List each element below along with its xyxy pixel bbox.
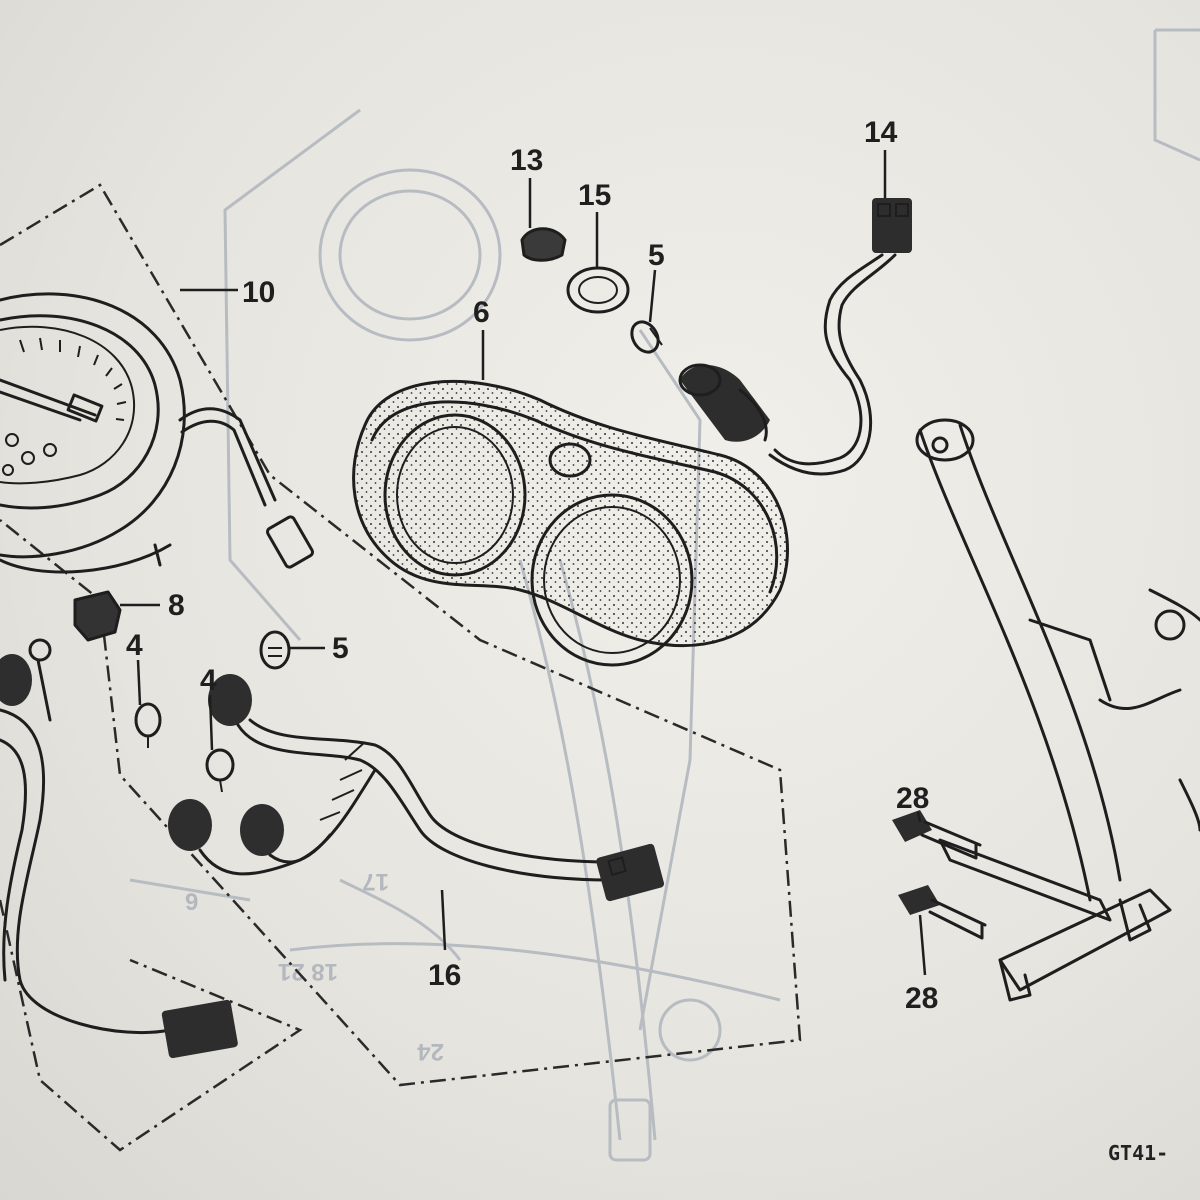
bulb-5 — [259, 630, 291, 670]
ghost-artwork: 9 17 18 21 24 — [129, 28, 1200, 1162]
indicator-knob — [520, 227, 567, 262]
callout-5-lower: 5 — [332, 632, 349, 665]
assembly-boundary — [0, 183, 802, 1087]
lock-ring — [566, 266, 630, 314]
callout-28-lower: 28 — [905, 982, 938, 1015]
callout-4-right: 4 — [200, 664, 217, 697]
bulb-4b — [205, 748, 235, 793]
callout-28-upper: 28 — [896, 782, 929, 815]
harness-16 — [168, 674, 665, 902]
callout-14: 14 — [864, 116, 898, 149]
callout-labels: 10 6 13 15 5 14 8 5 4 4 16 28 28 — [126, 116, 938, 1015]
bulb-top — [630, 320, 663, 354]
assembly-boundary-lower — [0, 899, 303, 1152]
meter-panel — [352, 379, 789, 667]
callout-16: 16 — [428, 959, 461, 992]
callout-6: 6 — [473, 296, 490, 329]
callout-10: 10 — [242, 276, 275, 309]
callout-5-top: 5 — [648, 239, 665, 272]
bulb-4a — [134, 702, 162, 748]
ghost-label-17: 17 — [362, 868, 389, 895]
bracket-assembly — [915, 418, 1200, 1002]
bolt-28a — [892, 810, 982, 860]
bolt-28b — [898, 885, 987, 940]
callout-13: 13 — [510, 144, 543, 177]
meter-assembly — [0, 292, 315, 574]
callout-4-left: 4 — [126, 629, 143, 662]
ghost-label-24: 24 — [417, 1038, 444, 1065]
callout-8: 8 — [168, 589, 185, 622]
callout-15: 15 — [578, 179, 611, 212]
harness-14 — [768, 198, 912, 476]
harness-left — [0, 638, 238, 1059]
ghost-label-9: 9 — [185, 889, 198, 916]
ghost-label-18-21: 18 21 — [278, 958, 338, 985]
socket-top — [678, 363, 770, 442]
figure-code: GT41- — [1108, 1141, 1168, 1165]
leader-lines — [120, 150, 927, 976]
part-8 — [73, 590, 122, 642]
